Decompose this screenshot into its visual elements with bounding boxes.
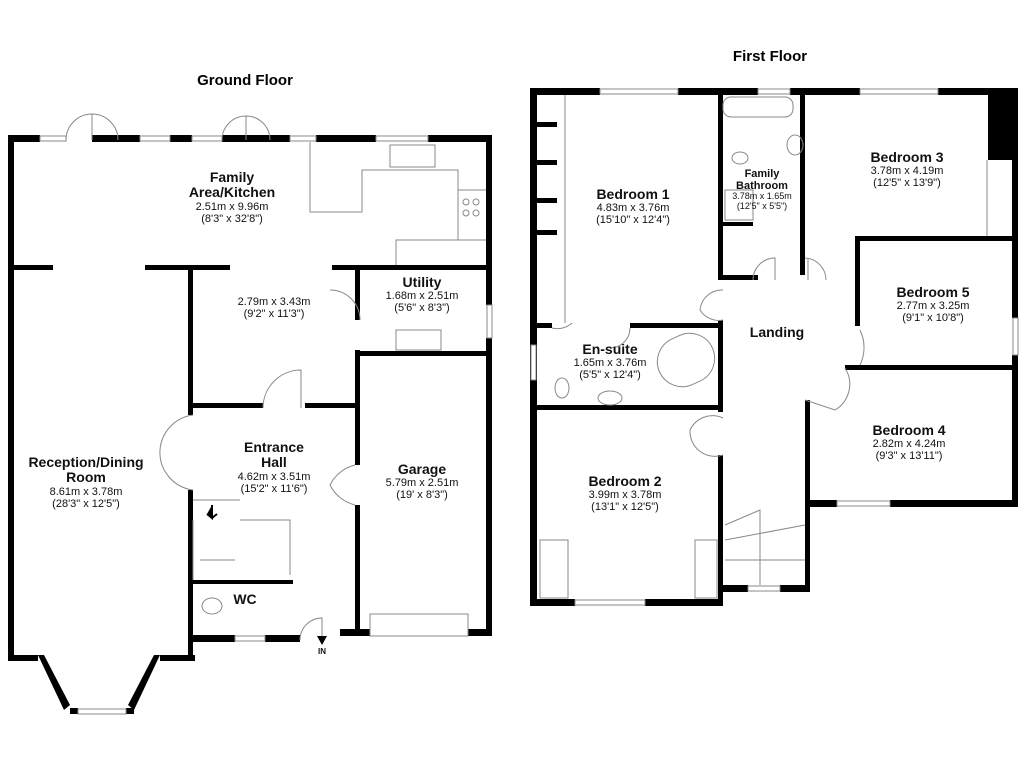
first-floor-title: First Floor [732,48,808,65]
room-bedroom-3: Bedroom 3 3.78m x 4.19m (12'5" x 13'9") [870,149,944,190]
room-garage: Garage 5.79m x 2.51m (19' x 8'3") [385,461,459,502]
room-bedroom-5: Bedroom 5 2.77m x 3.25m (9'1" x 10'8") [896,284,970,325]
room-family-bathroom: Family Bathroom 3.78m x 1.65m (12'5" x 5… [732,168,792,212]
ground-floor-walls [8,135,492,714]
room-inner-area: 2.79m x 3.43m (9'2" x 11'3") [237,296,311,321]
ground-floor-title: Ground Floor [197,72,293,89]
room-reception-dining: Reception/Dining Room 8.61m x 3.78m (28'… [28,454,144,510]
room-entrance-hall: Entrance Hall 4.62m x 3.51m (15'2" x 11'… [237,439,311,495]
room-utility: Utility 1.68m x 2.51m (5'6" x 8'3") [385,274,459,315]
room-landing: Landing [749,324,805,340]
room-wc: WC [233,591,257,607]
entrance-marker: IN [318,647,326,656]
ground-floor-fixtures [39,113,493,715]
room-bedroom-2: Bedroom 2 3.99m x 3.78m (13'1" x 12'5") [588,473,662,514]
room-bedroom-4: Bedroom 4 2.82m x 4.24m (9'3" x 13'11") [872,422,946,463]
room-en-suite: En-suite 1.65m x 3.76m (5'5" x 12'4") [573,341,647,382]
room-bedroom-1: Bedroom 1 4.83m x 3.76m (15'10" x 12'4") [596,186,670,227]
room-family-area-kitchen: Family Area/Kitchen 2.51m x 9.96m (8'3" … [188,169,276,225]
first-floor-fixtures [530,88,1019,606]
